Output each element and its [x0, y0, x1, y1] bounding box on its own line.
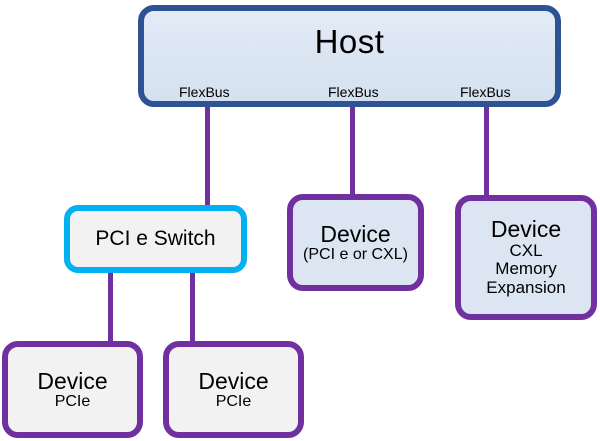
device-cxl-memory-line-2: Memory: [495, 259, 557, 279]
host-port-flexbus-2: FlexBus: [328, 84, 379, 100]
device-cxl-memory-line-1: CXL: [509, 240, 543, 260]
host-node[interactable]: Host FlexBus FlexBus FlexBus: [138, 5, 561, 107]
device-cxl-memory-node[interactable]: Device CXL Memory Expansion: [455, 195, 597, 320]
device-pcie-or-cxl-title: Device: [320, 220, 391, 247]
device-pcie-left-title: Device: [37, 367, 108, 394]
link-switch-to-pcie-right: [190, 268, 195, 346]
host-port-row: FlexBus FlexBus FlexBus: [144, 84, 555, 104]
link-host-to-pcie-or-cxl: [350, 100, 355, 198]
device-pcie-right-title: Device: [198, 367, 269, 394]
link-switch-to-pcie-left: [108, 268, 113, 346]
device-pcie-or-cxl-node[interactable]: Device (PCI e or CXL): [287, 194, 424, 291]
device-pcie-left-subtitle: PCIe: [54, 392, 91, 410]
device-pcie-or-cxl-subtitle: (PCI e or CXL): [303, 245, 408, 263]
host-port-flexbus-1: FlexBus: [179, 84, 230, 100]
host-label: Host: [314, 23, 385, 60]
device-cxl-memory-title: Device: [490, 216, 562, 243]
pcie-switch-label: PCI e Switch: [95, 226, 216, 250]
link-host-to-cxl-memory: [484, 100, 489, 199]
pcie-switch-node[interactable]: PCI e Switch: [64, 205, 247, 273]
device-pcie-left-node[interactable]: Device PCIe: [2, 341, 143, 438]
host-port-flexbus-3: FlexBus: [460, 84, 511, 100]
device-pcie-right-subtitle: PCIe: [215, 392, 252, 410]
link-host-to-switch: [205, 100, 210, 210]
device-cxl-memory-line-3: Expansion: [486, 277, 566, 297]
device-pcie-right-node[interactable]: Device PCIe: [163, 341, 304, 438]
